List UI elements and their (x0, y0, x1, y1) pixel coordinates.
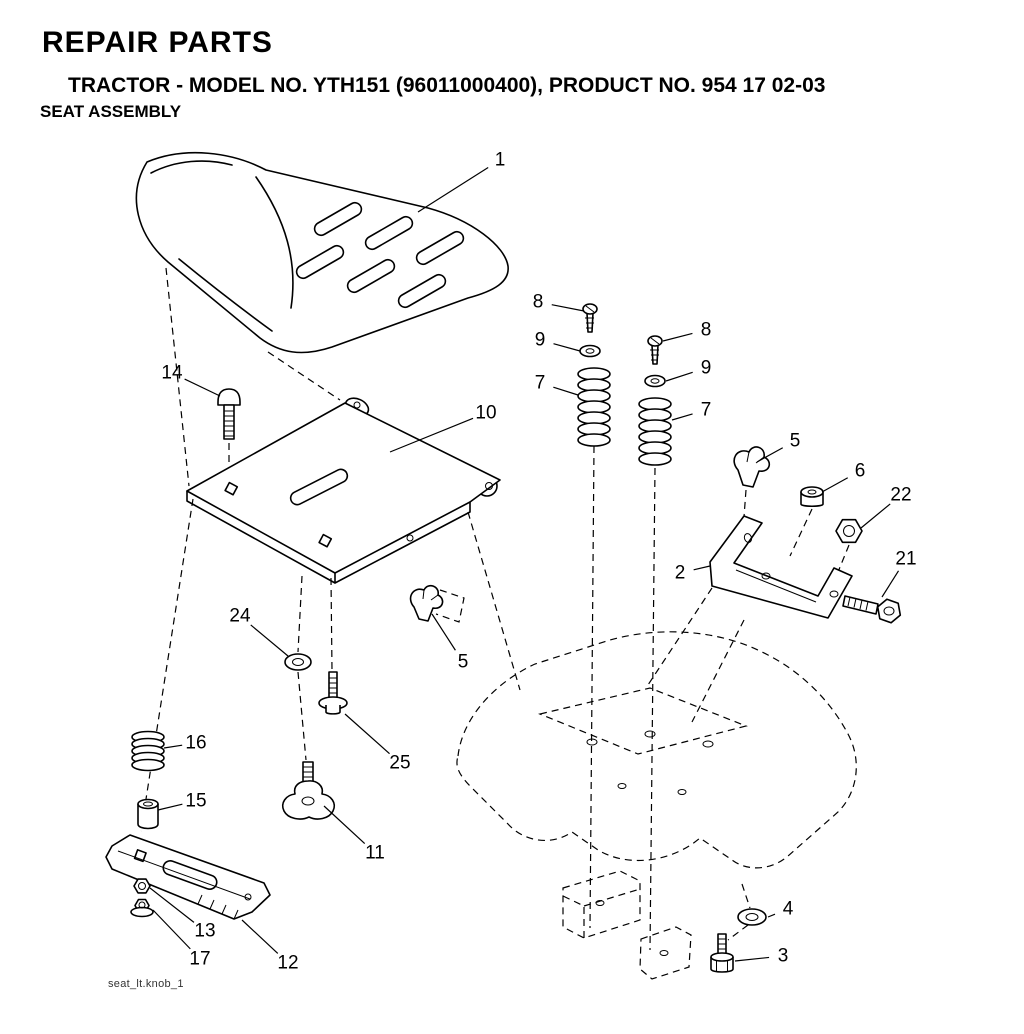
callout-leader-12 (241, 919, 279, 954)
callout-leader-16 (163, 744, 183, 749)
callout-10: 10 (475, 403, 496, 424)
callout-14: 14 (161, 363, 183, 384)
callout-leader-10 (389, 417, 474, 453)
callout-leader-9 (665, 371, 693, 382)
part-washer-9-left (579, 344, 601, 358)
callout-leader-14 (184, 378, 221, 397)
part-washer-9-right (644, 374, 666, 388)
construction-lines (140, 267, 850, 951)
part-seat-pan (186, 397, 501, 584)
callout-leader-22 (860, 503, 891, 529)
callout-leader-3 (734, 956, 770, 962)
callout-22: 22 (890, 485, 911, 506)
part-screw-8-left (582, 303, 598, 333)
part-bolt-3 (710, 933, 734, 973)
part-bolt-21 (842, 595, 902, 624)
callout-5: 5 (790, 431, 801, 452)
callout-leader-7 (553, 386, 579, 396)
part-clip-5-lower (409, 584, 465, 623)
callout-24: 24 (229, 606, 251, 627)
callout-1: 1 (495, 150, 506, 171)
part-nut-6 (800, 486, 824, 508)
callout-11: 11 (365, 843, 385, 864)
callout-16: 16 (185, 733, 206, 754)
callout-21: 21 (895, 549, 916, 570)
callout-leader-15 (157, 803, 183, 811)
callout-leader-11 (323, 805, 366, 844)
callout-leader-8 (662, 332, 693, 342)
callout-8: 8 (533, 292, 544, 313)
part-spring-7-left (577, 367, 611, 447)
callout-4: 4 (783, 899, 794, 920)
callout-leader-17 (152, 909, 191, 950)
callout-9: 9 (701, 358, 712, 379)
callout-12: 12 (277, 953, 298, 974)
part-clip-5-upper (733, 446, 771, 488)
callout-leader-13 (149, 887, 195, 923)
callout-2: 2 (675, 563, 686, 584)
callout-7: 7 (701, 400, 712, 421)
callout-leader-25 (344, 713, 390, 755)
callout-leader-5 (431, 613, 456, 651)
part-bolt-14 (217, 388, 241, 440)
callout-17: 17 (189, 949, 210, 970)
part-bushing-15 (137, 798, 159, 830)
drawing-footnote: seat_lt.knob_1 (108, 978, 184, 990)
callout-leader-24 (250, 624, 289, 657)
callout-9: 9 (535, 330, 546, 351)
callout-leader-7 (671, 413, 693, 421)
part-spring-16 (131, 730, 165, 772)
part-screw-25 (318, 671, 348, 715)
callout-leader-4 (767, 913, 776, 918)
fender-outline (456, 631, 857, 980)
callout-6: 6 (855, 461, 866, 482)
callout-13: 13 (194, 921, 215, 942)
model-subtitle: TRACTOR - MODEL NO. YTH151 (96011000400)… (68, 74, 826, 97)
callout-leader-9 (553, 343, 581, 352)
section-title: SEAT ASSEMBLY (40, 102, 182, 121)
page-title: REPAIR PARTS (42, 26, 273, 59)
part-nut-17 (130, 898, 154, 918)
part-bracket-12 (105, 834, 271, 920)
callout-15: 15 (185, 791, 206, 812)
callout-leader-8 (551, 304, 585, 312)
callout-3: 3 (778, 946, 789, 967)
callout-leader-5 (756, 447, 784, 463)
callout-leader-2 (693, 565, 711, 571)
callout-leader-1 (417, 166, 489, 213)
callout-25: 25 (389, 753, 410, 774)
callout-leader-21 (881, 570, 900, 598)
part-knob-11 (281, 761, 336, 820)
callout-5: 5 (458, 652, 469, 673)
part-screw-8-right (647, 335, 663, 365)
part-spring-7-right (638, 397, 672, 466)
part-washer-4 (737, 908, 767, 926)
part-seat (135, 151, 509, 354)
callout-leader-6 (821, 477, 849, 493)
part-bracket-2 (709, 515, 853, 619)
part-washer-24 (284, 653, 312, 671)
callout-7: 7 (535, 373, 546, 394)
part-nut-13 (133, 878, 151, 894)
part-nut-22 (835, 518, 863, 544)
callout-8: 8 (701, 320, 712, 341)
